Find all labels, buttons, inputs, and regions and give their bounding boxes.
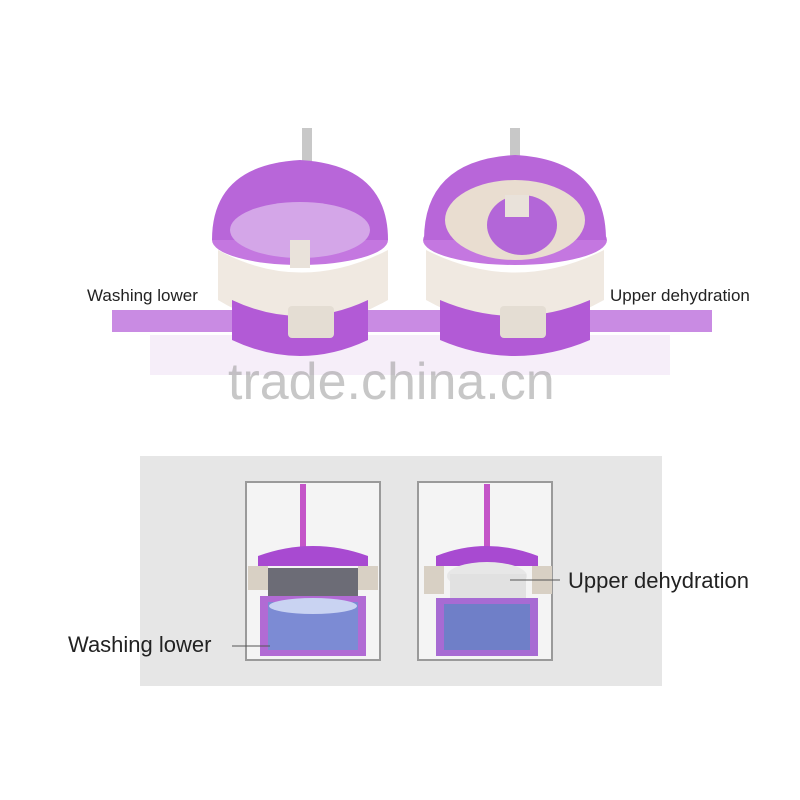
top-buckets-illustration [112, 128, 712, 375]
bottom-upper-dehydration-label: Upper dehydration [568, 568, 750, 593]
top-product-photo: Washing lower Upper dehydration trade.ch… [87, 128, 750, 411]
watermark-text: trade.china.cn [228, 353, 555, 411]
bottom-washing-lower-label: Washing lower [68, 632, 212, 657]
right-bucket [423, 128, 607, 356]
left-cutaway-bucket [248, 484, 378, 656]
purple-stripe [112, 310, 712, 332]
left-bucket [212, 128, 388, 356]
top-upper-dehydration-label: Upper dehydration [610, 286, 750, 305]
bottom-cutaway-illustration [232, 481, 560, 661]
right-cutaway-bucket [424, 484, 552, 656]
top-washing-lower-label: Washing lower [87, 286, 198, 305]
bottom-cutaway-panel [140, 456, 662, 686]
